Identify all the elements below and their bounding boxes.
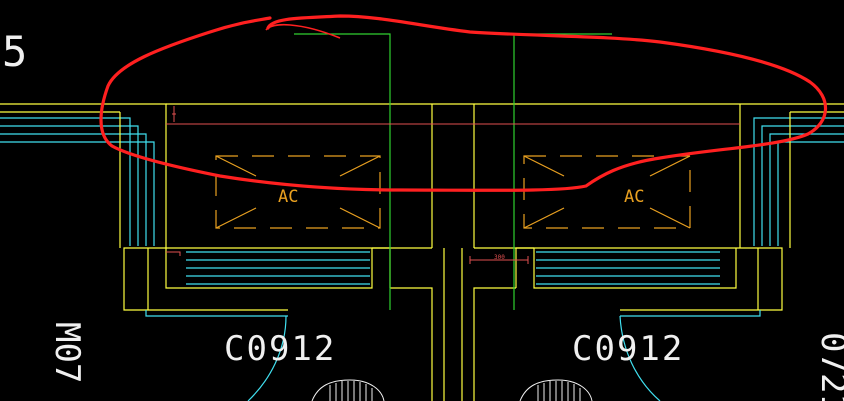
right-door-swing [619,315,661,401]
window-label-right: C0912 [572,329,684,369]
window-label-left: C0912 [224,329,336,369]
left-balcony-rails [0,117,155,246]
markup-tail [265,23,341,39]
ac-label-right: AC [624,187,644,207]
wall-outlines [0,103,844,401]
left-louver [145,251,370,317]
left-door-swing [247,315,287,401]
ac-unit-right[interactable] [523,155,691,229]
right-louver [536,251,761,317]
red-reference-lines [166,106,740,264]
grid-axis-label: 5 [2,27,27,76]
door-label-right: 0721 [813,332,844,401]
ac-unit-left[interactable] [215,155,381,229]
dimension-value: 300 [494,254,505,261]
right-stair-symbol [519,379,593,401]
left-stair-symbol [311,379,385,401]
red-markup-circle [99,14,828,192]
ac-label-left: AC [278,187,298,207]
door-label-left: M07 [47,322,87,383]
